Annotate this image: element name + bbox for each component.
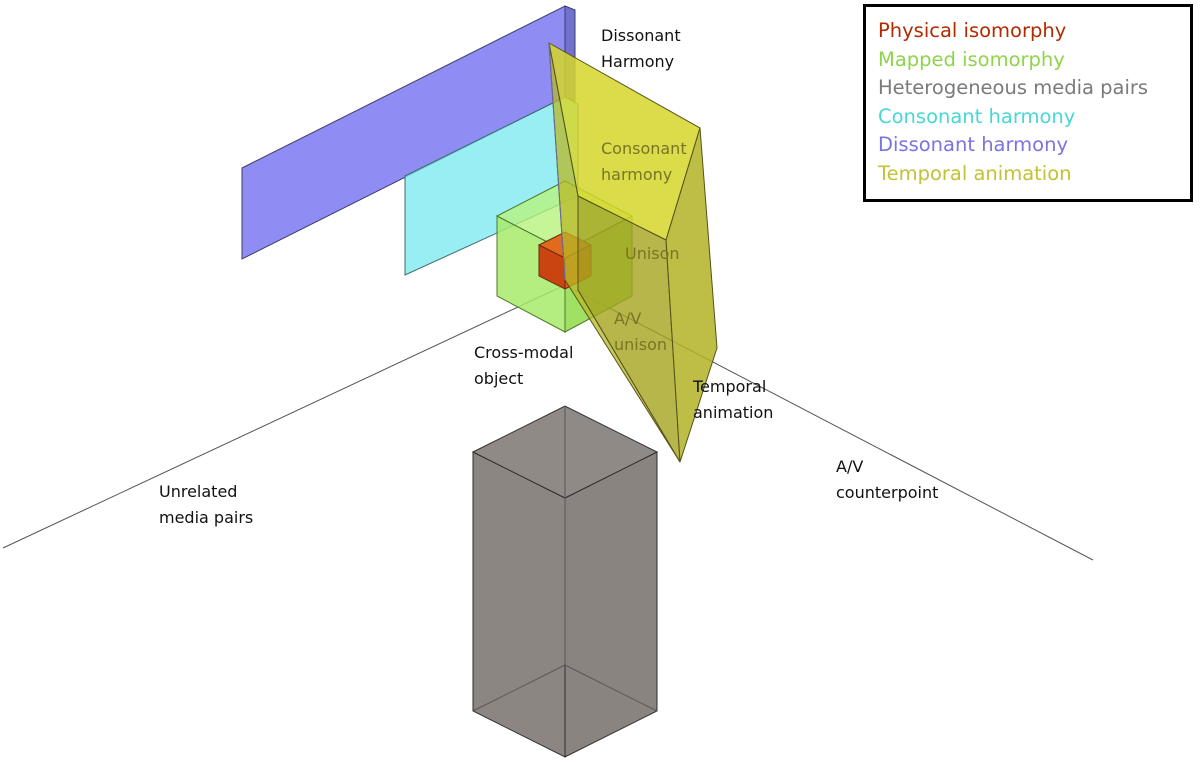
label-av-counterpoint-2: counterpoint: [836, 483, 938, 502]
label-cross-modal-2: object: [474, 369, 523, 388]
legend-item-physical-isomorphy: Physical isomorphy: [878, 19, 1067, 42]
legend-item-mapped-isomorphy: Mapped isomorphy: [878, 47, 1065, 71]
hetero-box-hidden-edge: [472, 664, 566, 712]
label-cross-modal-1: Cross-modal: [474, 343, 573, 362]
label-av-counterpoint-1: A/V: [836, 457, 863, 476]
label-temporal-animation-1: Temporal: [692, 377, 766, 396]
label-dissonant-harmony-1: Dissonant: [601, 26, 681, 45]
label-av-unison-2: unison: [614, 335, 667, 354]
legend-item-consonant-harmony: Consonant harmony: [878, 104, 1076, 128]
temporal-animation-shape: [548, 42, 718, 463]
hetero-box-right: [564, 451, 658, 758]
label-consonant-harmony-1: Consonant: [601, 139, 687, 158]
legend-item-heterogeneous-media-pairs: Heterogeneous media pairs: [878, 76, 1149, 99]
legend-item-dissonant-harmony: Dissonant harmony: [878, 133, 1069, 156]
legend-item-temporal-animation: Temporal animation: [878, 161, 1072, 185]
temporal-edge: [548, 42, 566, 281]
label-consonant-harmony-2: harmony: [601, 165, 672, 184]
label-temporal-animation-2: animation: [693, 403, 773, 422]
label-unison: Unison: [625, 244, 680, 263]
label-unrelated-media-2: media pairs: [159, 508, 253, 527]
heterogeneous-media-box: [471, 405, 659, 758]
axis-left: [2, 284, 566, 549]
legend: Physical isomorphy Mapped isomorphy Hete…: [863, 4, 1193, 202]
label-dissonant-harmony-2: Harmony: [601, 52, 674, 71]
hetero-box-hidden-edge: [564, 664, 658, 712]
label-av-unison-1: A/V: [614, 309, 641, 328]
hetero-box-left: [472, 451, 566, 758]
label-unrelated-media-1: Unrelated: [159, 482, 237, 501]
temporal-face-right: [665, 127, 718, 463]
